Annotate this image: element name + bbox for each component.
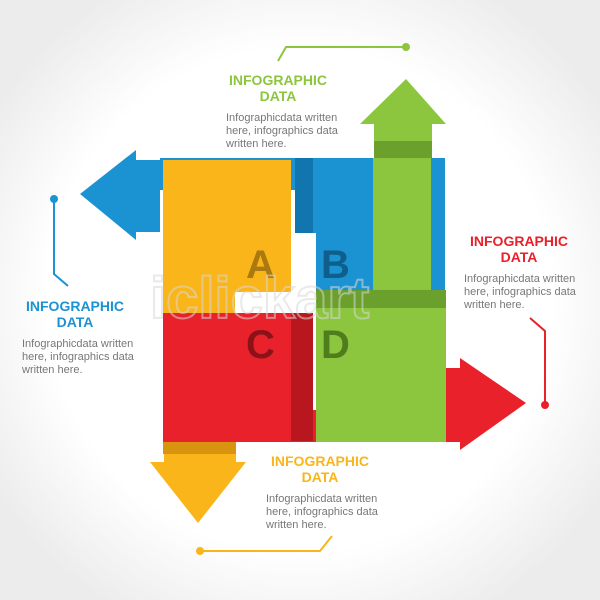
block-d-letter: D xyxy=(321,323,350,367)
callout-red-title-line1: INFOGRAPHIC xyxy=(470,233,568,249)
callout-red-title-line2: DATA xyxy=(500,249,538,265)
yellow-connector-dot xyxy=(196,547,204,555)
callout-red-body-line1: Infographicdata written xyxy=(464,273,576,285)
red-arrow-right xyxy=(163,313,526,450)
callout-blue: INFOGRAPHIC DATA Infographicdata written… xyxy=(22,298,147,377)
red-connector-line xyxy=(529,317,546,404)
green-arrow-up xyxy=(360,79,446,159)
callout-yellow-body: Infographicdata written here, infographi… xyxy=(266,493,391,532)
callout-green: INFOGRAPHIC DATA Infographicdata written… xyxy=(226,72,346,151)
callout-blue-body-line1: Infographicdata written xyxy=(22,338,134,350)
yellow-connector-line xyxy=(200,535,333,552)
callout-blue-body-line3: written here. xyxy=(22,364,83,376)
green-connector-line xyxy=(277,46,406,62)
callout-green-body: Infographicdata written here, infographi… xyxy=(226,112,346,151)
callout-red-title: INFOGRAPHIC DATA xyxy=(464,233,574,265)
callout-red-body-line2: here, infographics data xyxy=(464,286,576,298)
callout-yellow-body-line3: written here. xyxy=(266,519,327,531)
callout-yellow: INFOGRAPHIC DATA Infographicdata written… xyxy=(266,453,391,532)
callout-red-body: Infographicdata written here, infographi… xyxy=(464,273,589,312)
block-c-letter: C xyxy=(246,323,275,367)
callout-red: INFOGRAPHIC DATA Infographicdata written… xyxy=(464,233,589,312)
callout-blue-title-line1: INFOGRAPHIC xyxy=(26,298,124,314)
callout-yellow-title-line1: INFOGRAPHIC xyxy=(271,453,369,469)
callout-yellow-title: INFOGRAPHIC DATA xyxy=(266,453,374,485)
callout-blue-title: INFOGRAPHIC DATA xyxy=(22,298,128,330)
callout-green-body-line1: Infographicdata written xyxy=(226,112,338,124)
callout-green-title-line1: INFOGRAPHIC xyxy=(229,72,327,88)
callout-blue-title-line2: DATA xyxy=(56,314,94,330)
callout-yellow-body-line2: here, infographics data xyxy=(266,506,378,518)
green-connector-dot xyxy=(402,43,410,51)
callout-green-title-line2: DATA xyxy=(259,88,297,104)
block-b-letter: B xyxy=(321,243,350,287)
callout-yellow-body-line1: Infographicdata written xyxy=(266,493,378,505)
red-connector-dot xyxy=(541,401,549,409)
block-a-letter: A xyxy=(246,243,275,287)
callout-green-title: INFOGRAPHIC DATA xyxy=(226,72,330,104)
callout-blue-body-line2: here, infographics data xyxy=(22,351,134,363)
green-block-d xyxy=(316,158,446,442)
callout-red-body-line3: written here. xyxy=(464,299,525,311)
callout-yellow-title-line2: DATA xyxy=(301,469,339,485)
callout-green-body-line2: here, infographics data xyxy=(226,125,338,137)
watermark: iclickart xyxy=(150,266,369,331)
blue-connector-dot xyxy=(50,195,58,203)
blue-connector-line xyxy=(53,199,69,287)
callout-blue-body: Infographicdata written here, infographi… xyxy=(22,338,147,377)
center-notch xyxy=(291,233,316,313)
callout-green-body-line3: written here. xyxy=(226,138,287,150)
